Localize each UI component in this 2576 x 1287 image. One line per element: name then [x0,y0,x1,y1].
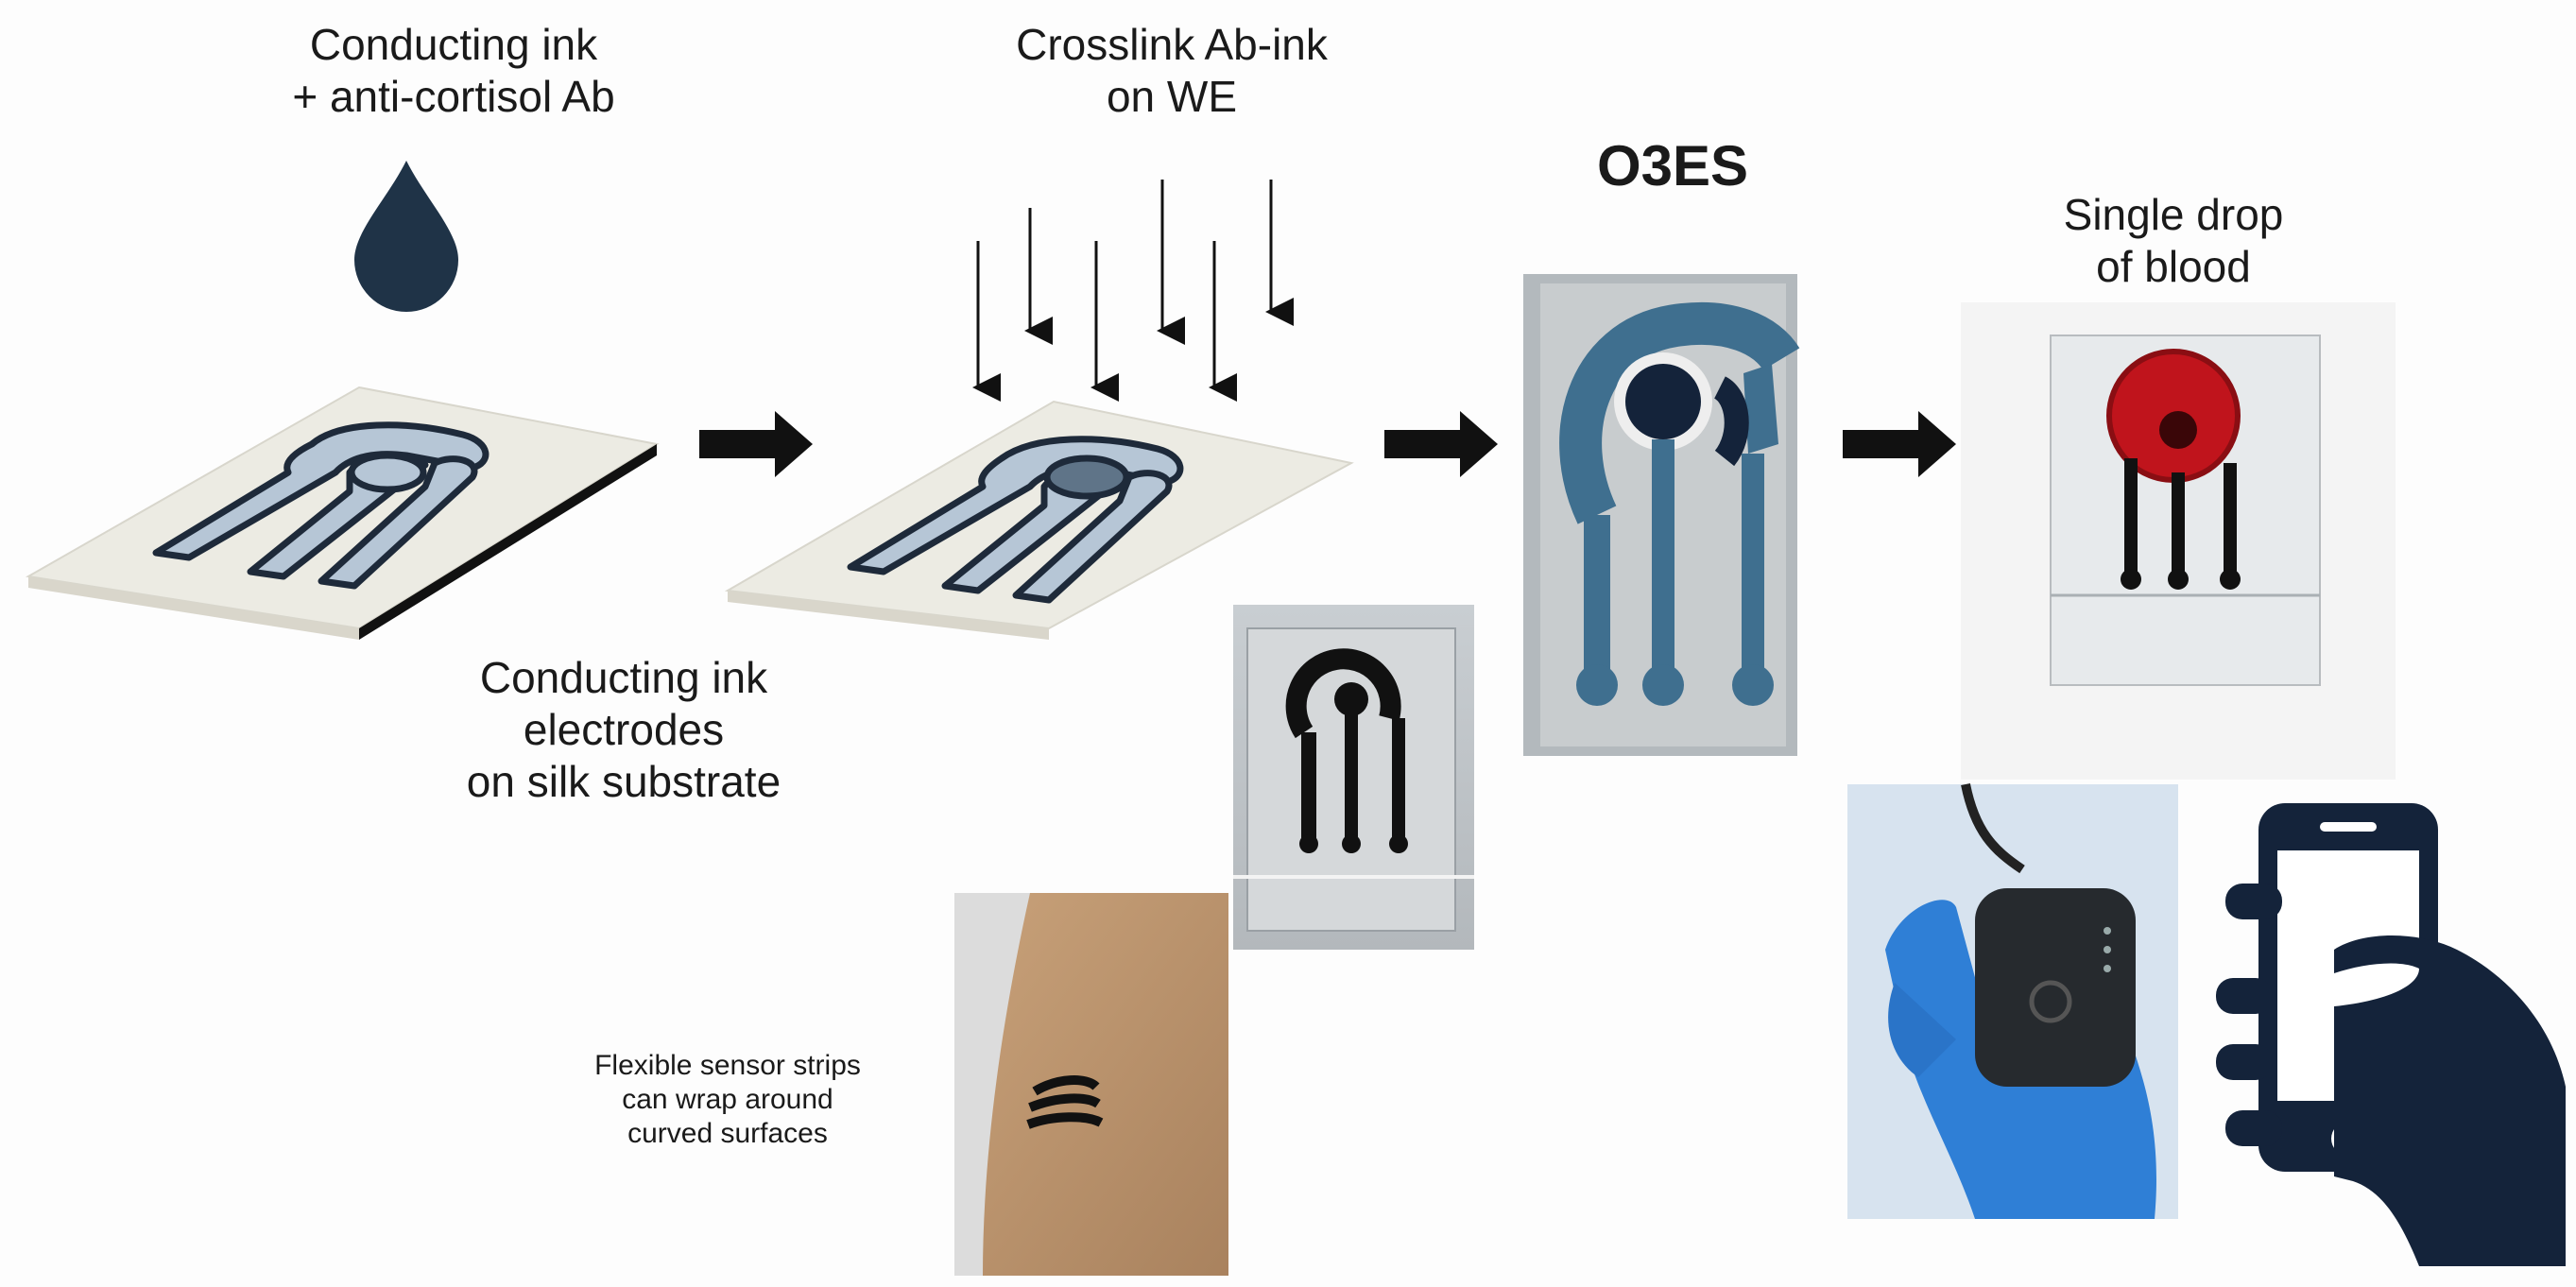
blood-sensor-photo [1961,302,2396,780]
hand-icon [2216,884,2566,1266]
ink-ab-label: Conducting ink + anti-cortisol Ab [292,20,615,122]
flow-arrows [699,411,1956,477]
silk-substrate-2 [724,400,1354,640]
sensor-photo-small [1233,605,1474,950]
arrow-right-icon [1843,411,1956,477]
reader-device-photo [1847,783,2178,1219]
o3es-sensor-photo [1523,274,1800,756]
o3es-title: O3ES [1596,134,1749,197]
arrow-right-icon [1384,411,1498,477]
crosslink-label: Crosslink Ab-ink on WE [1016,20,1328,122]
ink-drop-icon [354,161,458,312]
flexible-strip-photo [954,893,1228,1276]
crosslink-arrows [972,180,1294,402]
electrodes-substrate-label: Conducting ink electrodes on silk substr… [466,653,781,807]
arrow-right-icon [699,411,813,477]
blood-drop-label: Single drop of blood [2063,190,2284,292]
flexible-strips-caption: Flexible sensor strips can wrap around c… [594,1050,861,1149]
silk-substrate-1 [26,386,660,640]
